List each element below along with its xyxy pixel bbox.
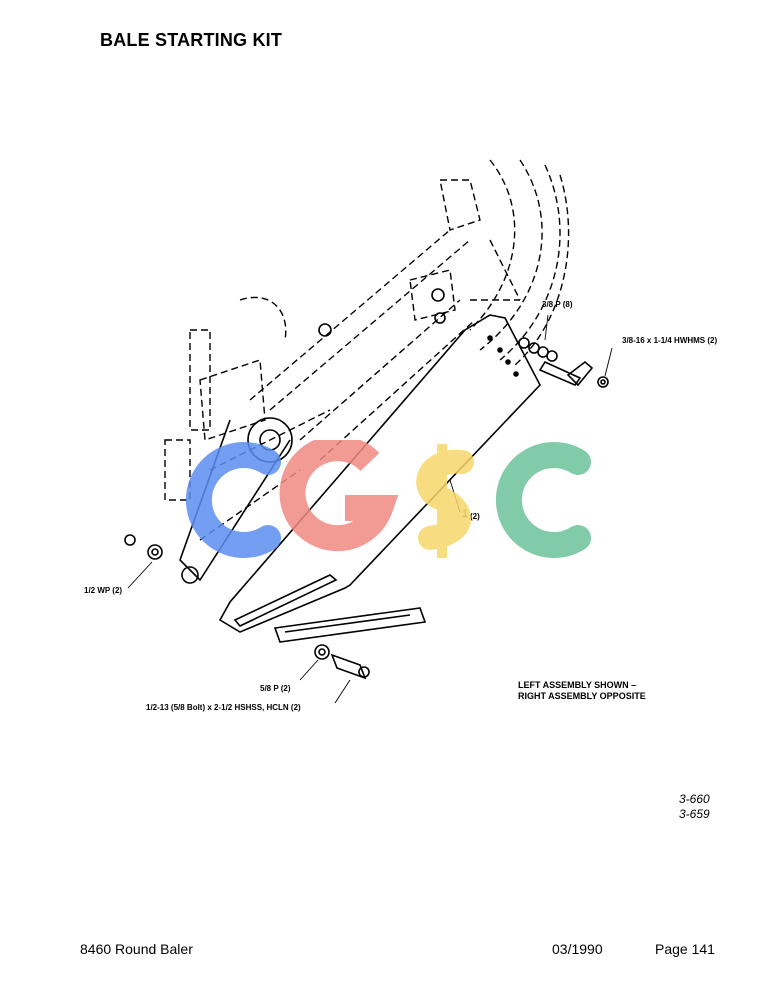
page-title: BALE STARTING KIT: [100, 30, 283, 50]
figure-ref: 3-660: [679, 792, 710, 806]
figure-refs: 3-660 3-659: [679, 792, 710, 822]
figure-ref: 3-659: [679, 807, 710, 821]
footer-model: 8460 Round Baler: [80, 941, 193, 957]
callout-part-1-qty: (2): [470, 512, 480, 521]
callout-5-8-p: 5/8 P (2): [260, 684, 291, 693]
assembly-note-line1: LEFT ASSEMBLY SHOWN –: [518, 680, 637, 690]
assembly-note-line2: RIGHT ASSEMBLY OPPOSITE: [518, 691, 646, 701]
callout-1-2-wp: 1/2 WP (2): [84, 586, 123, 595]
cgsc-watermark-logo: [185, 440, 591, 558]
callout-3-8-p: 3/8 P (8): [542, 300, 573, 309]
callout-1-2-bolt: 1/2-13 (5/8 Bolt) x 2-1/2 HSHSS, HCLN (2…: [146, 703, 301, 712]
assembly-note: LEFT ASSEMBLY SHOWN – RIGHT ASSEMBLY OPP…: [518, 680, 646, 702]
callout-3-8-screw: 3/8-16 x 1-1/4 HWHMS (2): [622, 336, 718, 345]
footer-date: 03/1990: [552, 941, 603, 957]
footer-page-number: Page 141: [655, 941, 715, 957]
